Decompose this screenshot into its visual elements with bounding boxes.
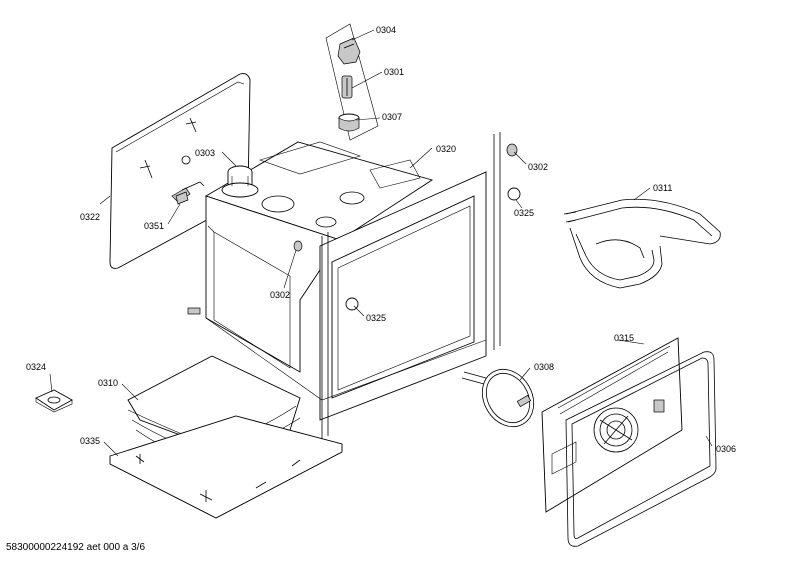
label-0351: 0351 xyxy=(144,221,164,231)
label-0301: 0301 xyxy=(384,67,404,77)
label-0310: 0310 xyxy=(98,378,118,388)
bracket-0324[interactable] xyxy=(35,389,73,413)
label-0308: 0308 xyxy=(534,362,554,372)
fan-motor-0303[interactable] xyxy=(221,165,259,198)
oven-cavity-0320[interactable] xyxy=(187,132,501,440)
label-0311: 0311 xyxy=(653,183,672,193)
label-0302-right: 0302 xyxy=(528,162,548,172)
label-0325-center: 0325 xyxy=(366,313,386,323)
lamp-parts-group xyxy=(325,23,379,141)
bottom-plate-0335[interactable] xyxy=(109,415,343,519)
part-labels: 0304 0301 0307 0303 0320 0302 0322 0351 … xyxy=(26,25,736,454)
door-seal-0306[interactable] xyxy=(565,351,717,547)
lamp-cap-0304[interactable] xyxy=(337,37,361,65)
cap-0325-right[interactable] xyxy=(507,187,521,201)
grill-element-0311[interactable] xyxy=(563,198,721,289)
label-0335: 0335 xyxy=(80,436,100,446)
ring-element-0308[interactable] xyxy=(461,360,544,436)
fan-cover-0315[interactable] xyxy=(541,337,683,513)
buffer-0302-left[interactable] xyxy=(293,240,303,252)
label-0304: 0304 xyxy=(376,25,396,35)
lamp-cover-0307[interactable] xyxy=(338,113,360,132)
label-0303: 0303 xyxy=(195,148,215,158)
label-0307: 0307 xyxy=(382,112,402,122)
label-0306: 0306 xyxy=(716,444,736,454)
leader-lines xyxy=(49,29,713,457)
label-0324: 0324 xyxy=(26,362,46,372)
label-0315: 0315 xyxy=(614,333,634,343)
lamp-socket-0301[interactable] xyxy=(341,75,353,99)
label-0320: 0320 xyxy=(436,144,456,154)
document-id: 58300000224192 aet 000 a 3/6 xyxy=(6,542,146,553)
label-0302-left: 0302 xyxy=(270,290,290,300)
label-0325-right: 0325 xyxy=(514,208,534,218)
cable-clip-0351[interactable] xyxy=(175,191,189,205)
label-0322: 0322 xyxy=(80,212,100,222)
buffer-0302-right[interactable] xyxy=(506,143,518,157)
